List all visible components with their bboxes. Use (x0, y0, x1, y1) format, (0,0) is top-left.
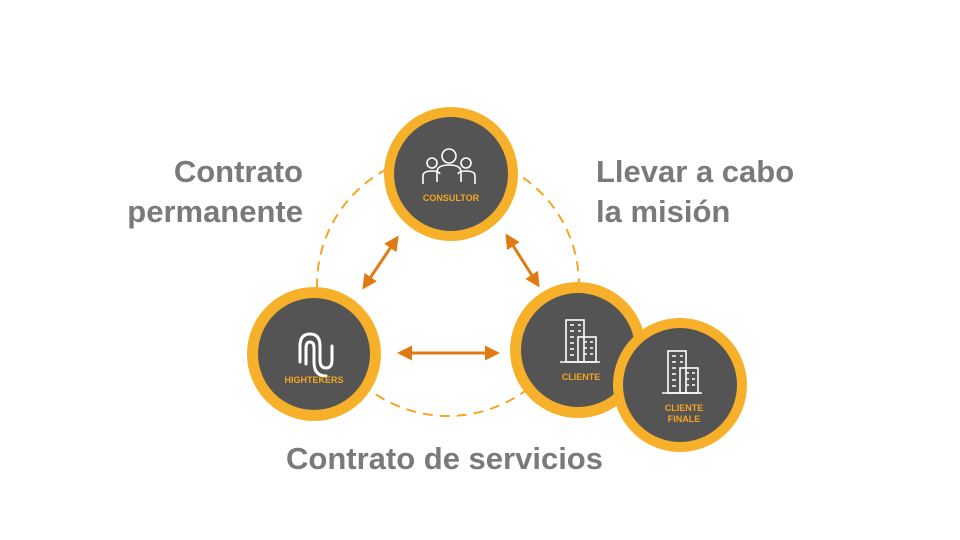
node-cliente (510, 282, 646, 418)
arrow-consultor-hightekers (362, 235, 399, 290)
hightekers-logo-icon (298, 332, 334, 378)
caption-contrato-permanente: Contrato permanente (127, 152, 303, 232)
caption-llevar-a-cabo: Llevar a cabo la misión (596, 152, 794, 232)
node-label-cliente-finale-line2: FINALE (667, 414, 701, 424)
people-group-icon (422, 148, 476, 184)
caption-left-line1: Contrato (173, 154, 303, 189)
caption-left-line2: permanente (127, 194, 303, 229)
building-icon (662, 350, 702, 394)
caption-contrato-de-servicios: Contrato de servicios (286, 441, 603, 476)
node-label-cliente: CLIENTE (561, 372, 601, 382)
node-label-cliente-finale: CLIENTE FINALE (624, 403, 744, 425)
node-label-cliente-finale-line1: CLIENTE (664, 403, 704, 413)
caption-right-line2: la misión (596, 194, 731, 229)
building-icon (560, 319, 600, 363)
node-cliente-finale (613, 318, 747, 452)
arrow-consultor-cliente (505, 233, 540, 288)
node-label-consultor: CONSULTOR (422, 193, 480, 203)
node-label-hightekers: HIGHTEKERS (284, 375, 344, 385)
node-consultor (384, 107, 518, 241)
caption-right-line1: Llevar a cabo (596, 154, 795, 189)
node-hightekers (247, 287, 381, 421)
